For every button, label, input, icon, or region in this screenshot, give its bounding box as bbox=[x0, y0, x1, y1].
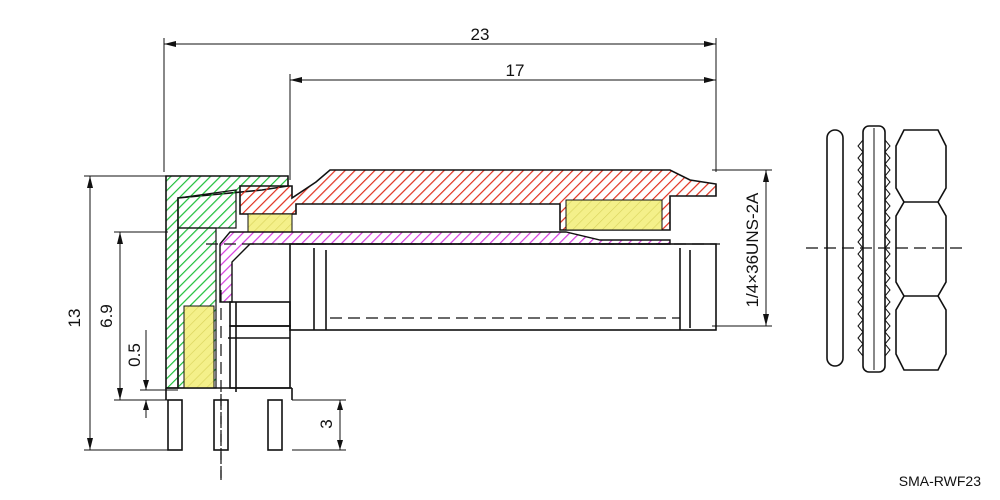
dimension-center-height: 6.9 bbox=[97, 231, 168, 401]
dimension-label-thread: 1/4×36UNS-2A bbox=[743, 192, 762, 307]
hardware-side-view bbox=[806, 125, 962, 373]
insulator-section bbox=[219, 231, 671, 303]
part-number-label: SMA-RWF23 bbox=[899, 473, 981, 489]
dimension-label-3: 3 bbox=[317, 419, 336, 428]
dimension-pin-length: 3 bbox=[292, 399, 346, 451]
dimension-label-13: 13 bbox=[65, 309, 84, 328]
connector-outline bbox=[165, 243, 720, 480]
dimension-thread: 1/4×36UNS-2A bbox=[712, 169, 772, 327]
dimension-label-23: 23 bbox=[471, 25, 490, 44]
dimension-overall-length: 23 bbox=[163, 25, 717, 172]
housing-section bbox=[165, 175, 289, 389]
dimension-label-6-9: 6.9 bbox=[97, 304, 116, 328]
body-section bbox=[239, 169, 717, 233]
dimension-overall-height: 13 bbox=[65, 175, 180, 451]
dimension-body-length: 17 bbox=[289, 61, 716, 180]
dimension-label-0-5: 0.5 bbox=[125, 343, 144, 367]
dimension-label-17: 17 bbox=[506, 61, 525, 80]
